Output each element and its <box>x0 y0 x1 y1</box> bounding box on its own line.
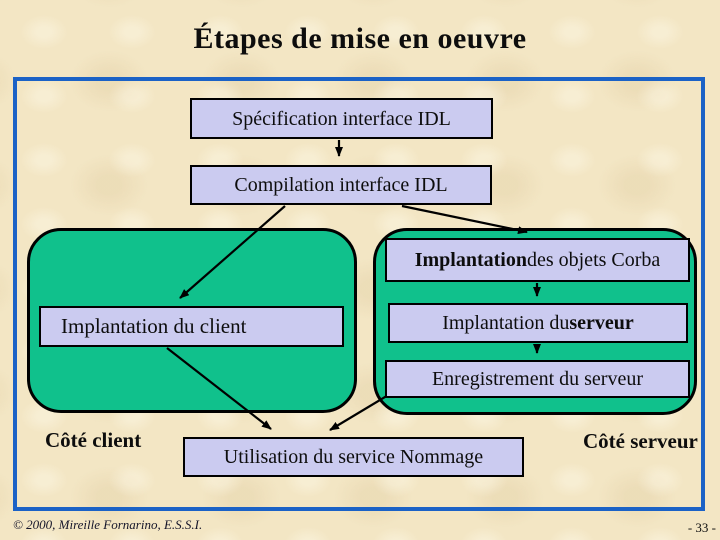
step-serveur-label-bold: serveur <box>569 312 634 334</box>
step-compilation-idl: Compilation interface IDL <box>190 165 492 205</box>
step-serveur-label-pre: Implantation du <box>442 312 570 334</box>
step-utilisation-nommage: Utilisation du service Nommage <box>183 437 524 477</box>
step-utilisation-nommage-label: Utilisation du service Nommage <box>223 446 484 468</box>
step-corba-label-bold: Implantation <box>414 249 527 271</box>
step-compilation-idl-label: Compilation interface IDL <box>234 174 448 196</box>
page-title: Étapes de mise en oeuvre <box>193 22 527 55</box>
step-implantation-client-label: Implantation du client <box>61 314 247 338</box>
footer-copyright: © 2000, Mireille Fornarino, E.S.S.I. <box>13 517 203 532</box>
footer-page-number: - 33 - <box>687 520 716 535</box>
diagram-frame <box>13 77 705 511</box>
step-implantation-objets-corba: Implantation des objets Corba <box>385 238 690 282</box>
step-corba-label-rest: des objets Corba <box>526 249 661 271</box>
step-enregistrement-serveur-label: Enregistrement du serveur <box>431 368 644 390</box>
step-implantation-client: Implantation du client <box>39 306 344 347</box>
label-cote-client: Côté client <box>45 428 142 452</box>
step-enregistrement-serveur: Enregistrement du serveur <box>385 360 690 398</box>
label-cote-serveur: Côté serveur <box>583 429 698 453</box>
step-implantation-serveur: Implantation du serveur <box>388 303 688 343</box>
step-specification-idl: Spécification interface IDL <box>190 98 493 139</box>
step-specification-idl-label: Spécification interface IDL <box>232 107 451 130</box>
